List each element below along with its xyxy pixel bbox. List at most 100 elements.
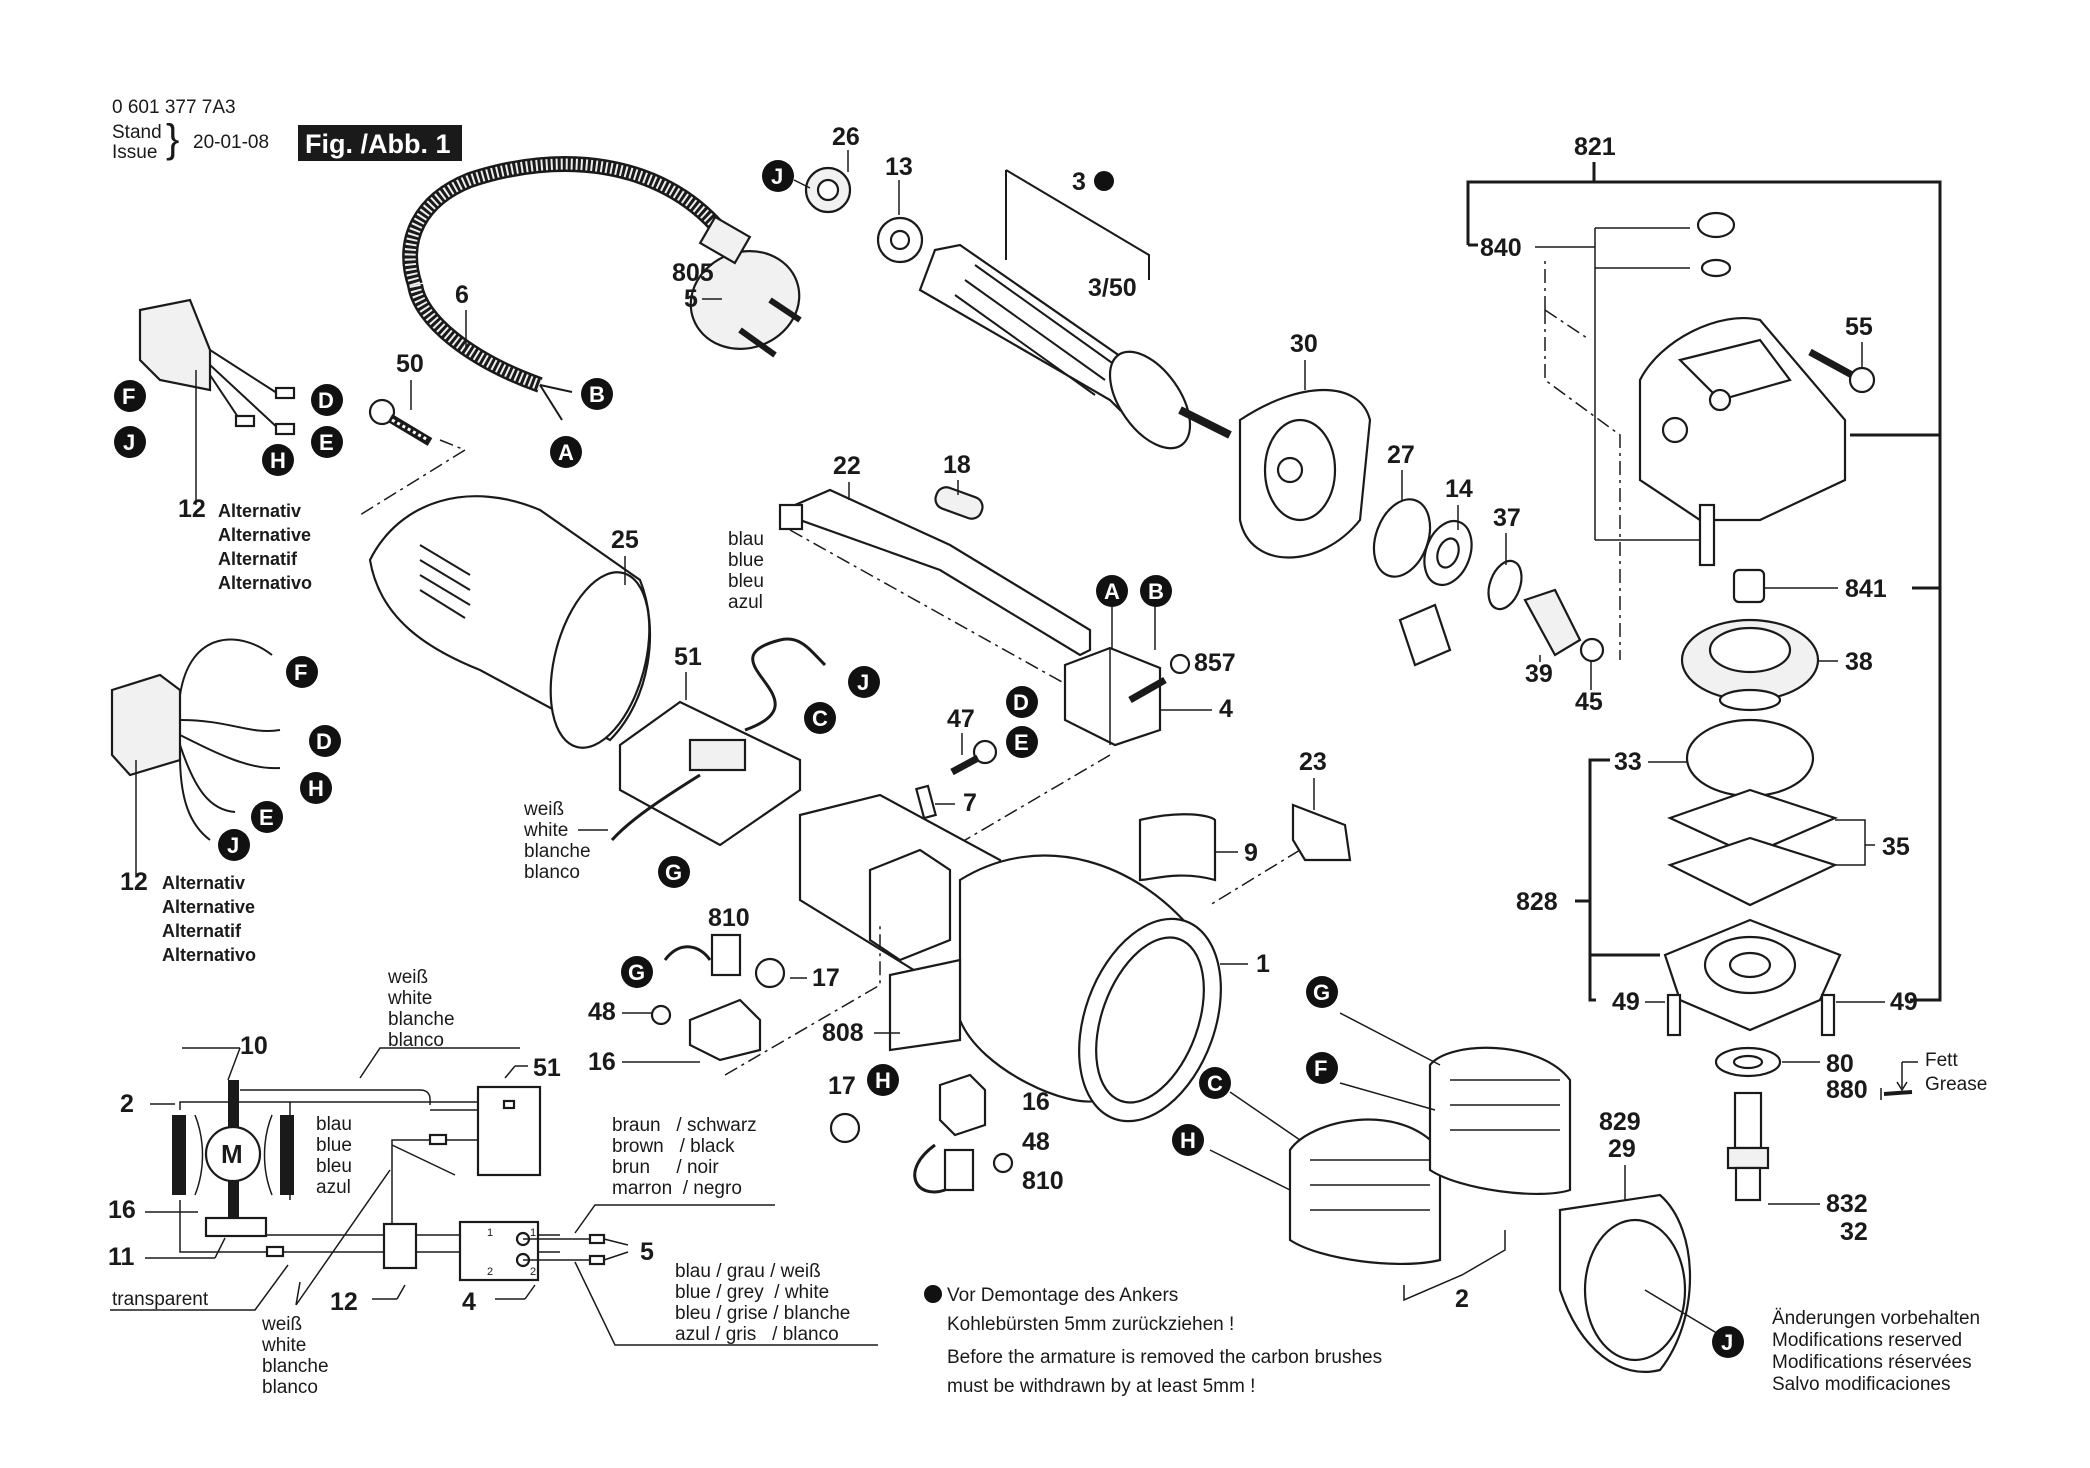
schematic-label-10: 10 [240,1032,268,1060]
issue-date: 20-01-08 [193,132,269,153]
svg-text:E: E [259,805,274,830]
spindle-32 [1726,1091,1770,1202]
label-3-50: 3/50 [1088,274,1137,302]
schematic-label-4: 4 [462,1288,476,1316]
svg-text:bleu: bleu [728,571,764,592]
schematic-label-2: 2 [120,1090,134,1118]
label-841: 841 [1845,575,1887,603]
badge-J-airguide: J [1712,1326,1744,1358]
gear-housing-821 [1638,317,1847,522]
schematic-wire-color-brown-black: braun / schwarz brown / black brun / noi… [612,1115,757,1199]
badge-H-coil: H [1172,1124,1204,1156]
svg-text:2: 2 [487,1266,493,1278]
svg-text:azul: azul [316,1177,351,1198]
svg-text:J: J [123,430,135,455]
crown-gear-38 [1680,618,1820,712]
svg-text:Alternative: Alternative [162,897,255,917]
svg-text:blanco: blanco [524,862,580,883]
part-number: 0 601 377 7A3 [112,97,236,118]
badge-C-capacitor: C [804,702,836,734]
svg-text:white: white [387,988,432,1009]
clip-7 [914,784,938,820]
badge-A-switch: A [1096,575,1128,607]
badge-H-alt1: H [262,444,294,476]
svg-text:must be withdrawn by at least: must be withdrawn by at least 5mm ! [947,1376,1255,1397]
svg-text:G: G [1313,980,1330,1005]
bullet-note-marker [1094,171,1114,191]
label-5: 5 [684,285,698,313]
gasket-35b [1667,836,1839,907]
svg-text:1: 1 [487,1227,493,1239]
schematic-label-51: 51 [533,1054,561,1082]
washer-37 [1487,559,1523,611]
svg-text:blue: blue [316,1135,352,1156]
label-55: 55 [1845,313,1873,341]
label-17-bottom: 17 [828,1072,856,1100]
field-coil-2 [1209,1012,1572,1265]
svg-text:azul: azul [728,592,763,613]
badge-J-bearing: J [762,160,794,192]
svg-text:H: H [1180,1128,1196,1153]
label-17-top: 17 [812,964,840,992]
label-857: 857 [1194,649,1236,677]
svg-text:blue: blue [728,550,764,571]
svg-text:G: G [628,960,645,985]
label-32: 32 [1840,1218,1868,1246]
label-38: 38 [1845,648,1873,676]
badge-F-coil: F [1306,1052,1338,1084]
label-48-right: 48 [1022,1128,1050,1156]
switch-4 [1063,646,1167,747]
armature-removal-note: Vor Demontage des Ankers Kohlebürsten 5m… [924,1285,1382,1397]
badge-D-switch: D [1006,686,1038,718]
svg-text:blanco: blanco [388,1030,444,1051]
screw-49-right [1820,993,1836,1037]
label-1: 1 [1256,950,1270,978]
label-810-bottom: 810 [1022,1167,1064,1195]
stand-label: Stand [112,122,162,143]
svg-text:J: J [1721,1330,1733,1355]
svg-text:blanche: blanche [262,1356,329,1377]
label-29: 29 [1608,1135,1636,1163]
flange-828 [1663,918,1842,1032]
svg-text:H: H [270,448,286,473]
label-80: 80 [1826,1050,1854,1078]
label-48-left: 48 [588,998,616,1026]
schematic-wire-color-blue-grey-white: blau / grau / weiß blue / grey / white b… [675,1261,850,1345]
svg-text:E: E [319,430,334,455]
brace: } [166,117,179,161]
label-35: 35 [1882,833,1910,861]
label-plate-9 [1138,813,1217,882]
badge-B-cord: B [581,378,613,410]
svg-text:Modifications réservées: Modifications réservées [1772,1352,1972,1373]
badge-G-capacitor: G [658,856,690,888]
svg-text:E: E [1014,730,1029,755]
alt-connector-block-2 [110,638,281,875]
badge-C-coil: C [1199,1067,1231,1099]
svg-text:C: C [1207,1071,1223,1096]
svg-text:D: D [316,729,332,754]
svg-text:Kohlebürsten 5mm zurückziehen: Kohlebürsten 5mm zurückziehen ! [947,1314,1234,1335]
label-12-alt-2: 12 [120,868,148,896]
screw-50 [368,398,433,446]
cap-840 [1696,211,1736,239]
schematic-box-12 [382,1222,418,1270]
svg-text:weiß: weiß [261,1314,302,1335]
svg-text:Modifications reserved: Modifications reserved [1772,1330,1962,1351]
badge-A-cord: A [550,436,582,468]
svg-text:azul / gris / blanco: azul / gris / blanco [675,1324,839,1345]
air-guide-29 [1558,1193,1691,1373]
label-30: 30 [1290,330,1318,358]
wiring-schematic: M 1 1 2 2 [110,1047,878,1346]
svg-text:Alternativ: Alternativ [218,501,301,521]
mains-plug [689,215,802,358]
spindle-lock-pin [1698,503,1716,567]
badge-H-alt2: H [300,772,332,804]
schematic-label-11: 11 [108,1243,135,1271]
svg-text:F: F [1314,1056,1327,1081]
svg-text:Salvo modificaciones: Salvo modificaciones [1772,1374,1950,1395]
figure-label: Fig. /Abb. 1 [305,129,451,159]
label-6: 6 [455,281,469,309]
svg-text:A: A [558,440,574,465]
label-51: 51 [674,643,702,671]
